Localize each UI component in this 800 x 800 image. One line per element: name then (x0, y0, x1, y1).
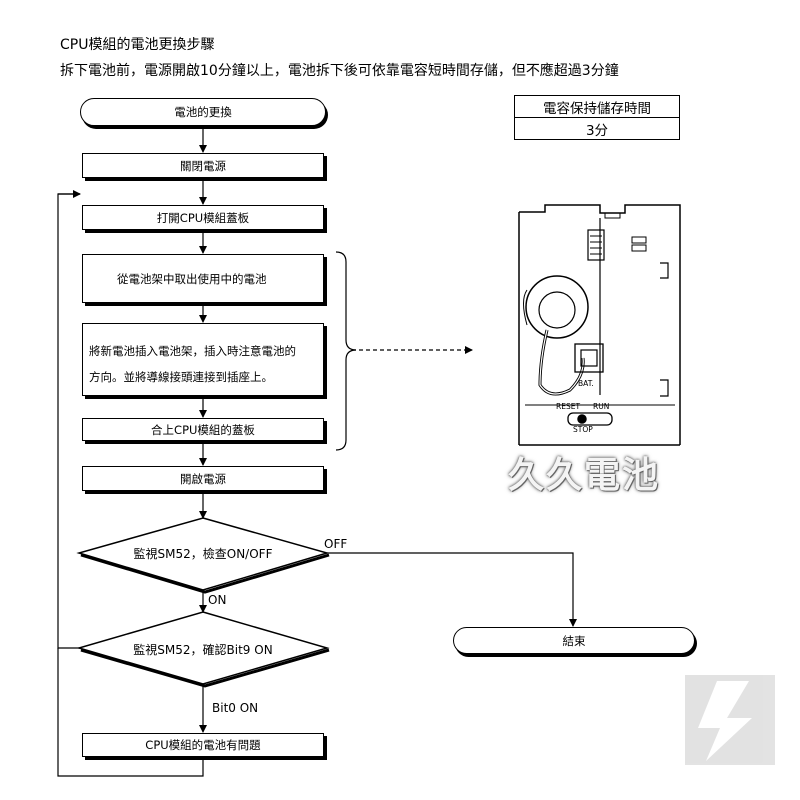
reset-label: RESET (556, 402, 581, 411)
step-open-cover: 打開CPU模組蓋板 (82, 205, 324, 230)
step-insert-battery-line2: 方向。並將導線接頭連接到插座上。 (89, 370, 273, 384)
step-power-on: 開啟電源 (82, 466, 324, 491)
branch-label-bit0: Bit0 ON (212, 701, 259, 715)
page-subtitle: 拆下電池前，電源開啟10分鐘以上，電池拆下後可依靠電容短時間存儲，但不應超過3分… (60, 63, 619, 79)
step-battery-problem: CPU模組的電池有問題 (82, 733, 324, 757)
end-node: 結束 (453, 627, 695, 654)
watermark-text: 久久電池 (508, 455, 661, 496)
retention-table-header: 電容保持儲存時間 (514, 95, 680, 118)
branch-label-on: ON (208, 593, 227, 607)
start-node: 電池的更換 (80, 98, 326, 126)
branch-label-off: OFF (324, 537, 348, 551)
step-close-cover: 合上CPU模組的蓋板 (82, 418, 324, 441)
stop-label: STOP (573, 425, 593, 434)
step-remove-battery: 從電池架中取出使用中的電池 (82, 254, 324, 303)
retention-table-value: 3分 (514, 117, 680, 140)
step-insert-battery-line1: 將新電池插入電池架，插入時注意電池的 (89, 344, 296, 358)
step-power-off: 關閉電源 (82, 153, 324, 178)
watermark-logo (685, 675, 775, 765)
decision-confirm-label: 監視SM52，確認Bit9 ON (133, 643, 273, 657)
cpu-module-illustration (518, 204, 681, 446)
retention-time-table: 電容保持儲存時間 3分 (514, 95, 680, 140)
bat-label: BAT. (578, 379, 594, 388)
run-label: RUN (593, 402, 610, 411)
decision-check-label: 監視SM52，檢查ON/OFF (133, 547, 273, 561)
page-title: CPU模組的電池更換步驟 (60, 37, 215, 53)
step-insert-battery: 將新電池插入電池架，插入時注意電池的 方向。並將導線接頭連接到插座上。 (82, 323, 324, 396)
